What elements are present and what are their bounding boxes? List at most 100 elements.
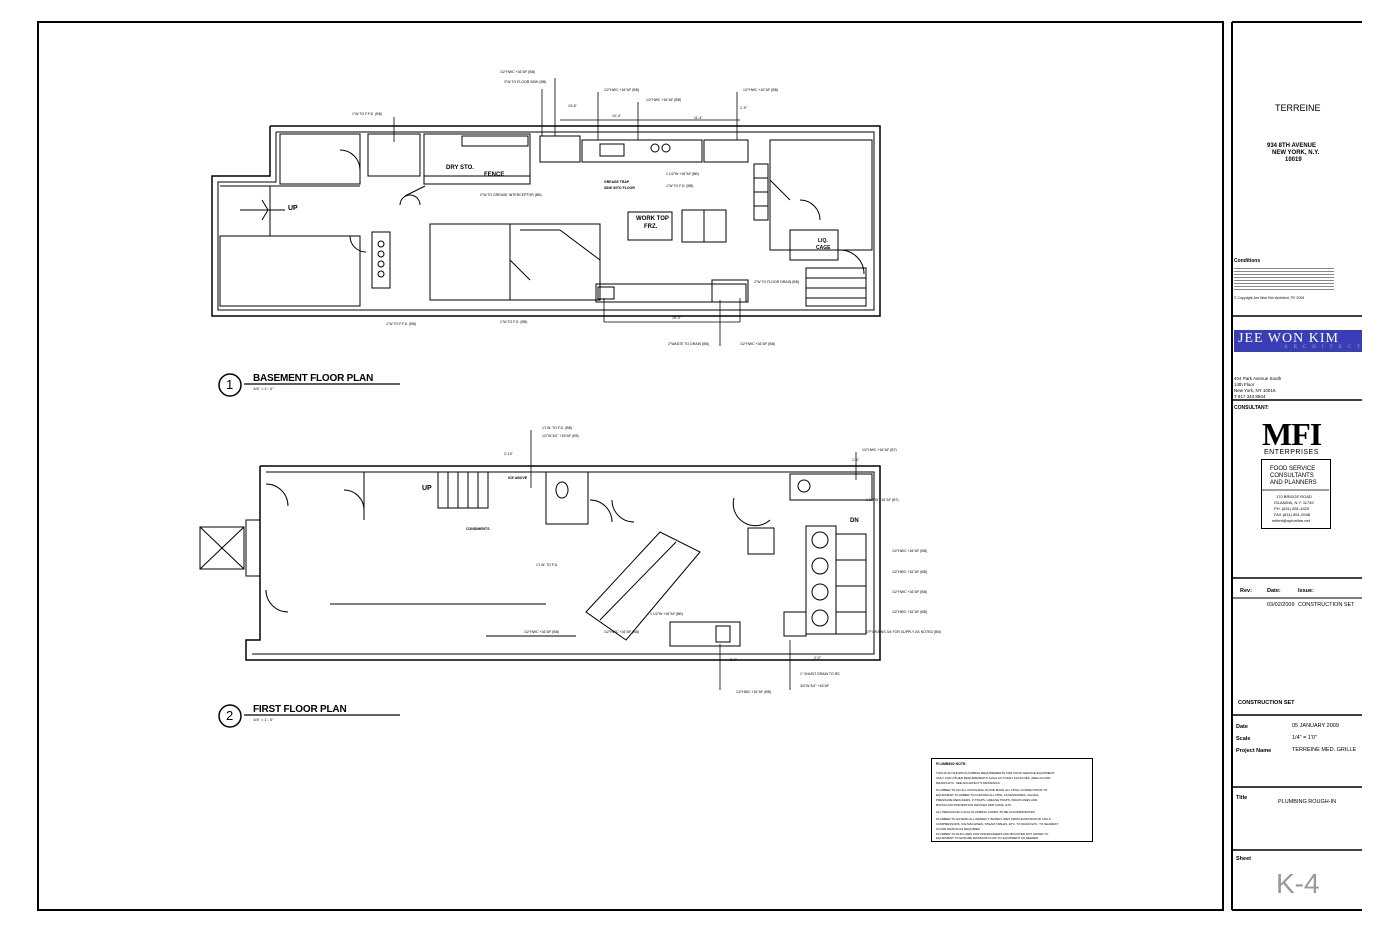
address-line-2: NEW YORK, N.Y. xyxy=(1272,150,1320,156)
label-ice-above: ICE ABOVE xyxy=(508,476,528,480)
plan-1-scale: 1/4" = 1'- 0" xyxy=(253,386,274,391)
notes-line-2: ONLY. FOR OTHER REQUIREMENTS SUCH AS TOI… xyxy=(936,776,1051,780)
architect-address-2: 14th Floor xyxy=(1234,382,1255,387)
label-grease-trap: GREASE TRAP xyxy=(604,180,630,184)
dim-3: 11'-4" xyxy=(694,116,703,120)
plan-1-number: 1 xyxy=(226,377,234,392)
dim-5: 15'-0" xyxy=(672,316,681,320)
label-sink-into-floor: SINK INTO FLOOR xyxy=(604,186,635,190)
date-key: Date xyxy=(1236,724,1248,730)
callout-8: 1 1/2"W +16"AF (BB) xyxy=(666,172,699,176)
callout-5: 1/2"HWC +16"AF (BB) xyxy=(743,88,779,92)
plan-2-scale: 1/4" = 1'- 0" xyxy=(253,717,274,722)
notes-heading: PLUMBING NOTE: xyxy=(936,762,967,766)
drawing-border xyxy=(37,21,1224,911)
label-fence: FENCE xyxy=(484,172,505,178)
callout-10: 2"W TO FLOOR DRAIN (BB) xyxy=(754,280,800,284)
consultant-info-box: FOOD SERVICE CONSULTANTS AND PLANNERS 17… xyxy=(1261,459,1331,529)
dim-4: 1'-9" xyxy=(740,106,747,110)
sheet-number: K-4 xyxy=(1276,868,1320,899)
plan-2-title: FIRST FLOOR PLAN xyxy=(253,704,347,715)
project-name: TERREINE xyxy=(1275,103,1321,113)
rev-issue: CONSTRUCTION SET xyxy=(1298,602,1355,608)
conditions-heading: Conditions xyxy=(1234,258,1261,264)
consultant-desc-3: AND PLANNERS xyxy=(1270,480,1317,486)
callout-7: 2"W TO GREASE INTERCEPTOR (BB) xyxy=(480,193,542,197)
label-liq: LIQ. xyxy=(818,238,828,244)
architect-logo: JEE WON KIM ARCHITECT xyxy=(1234,330,1362,352)
project-value: TERREINE MED. GRILLE xyxy=(1292,747,1357,753)
notes-line-12: PLUMBER TO RUN LINES FOR DISHWASHERS AND… xyxy=(936,832,1049,836)
label-frz: FRZ. xyxy=(644,224,658,230)
notes-line-13: EQUIPMENT TO ENSURE MAXIMUM FLOW TO EQUI… xyxy=(936,836,1040,840)
consultant-email: mfient@optonline.net xyxy=(1272,518,1310,523)
architect-phone: T 917 343 8504 xyxy=(1234,394,1266,399)
rev-issue-label: Issue: xyxy=(1298,588,1314,594)
address-line-3: 10019 xyxy=(1285,157,1302,163)
callout-1: 1/2"HWC +16"AF (BB) xyxy=(500,70,536,74)
notes-line-11: FLOOR DRAINS AS REQUIRED. xyxy=(936,827,981,831)
title-value: PLUMBING ROUGH-IN xyxy=(1278,799,1337,805)
callout-25: 1/2"HWC +16"AF (BB) xyxy=(892,549,928,553)
callout-16: 1/2"HWC +16"AF (B7) xyxy=(862,448,897,452)
consultant-desc-1: FOOD SERVICE xyxy=(1270,466,1316,472)
callout-15: 1"I.W. TO F.D. (BB) xyxy=(542,426,573,430)
plan-1-title: BASEMENT FLOOR PLAN xyxy=(253,373,374,384)
dim-6: 2'-10" xyxy=(504,452,513,456)
callout-30: 1/2"HWC +16"AF (BB) xyxy=(604,630,640,634)
notes-line-5: EQUIPMENT. PLUMBER TO FURNISH ALL PIPE, … xyxy=(936,793,1040,797)
label-dry-sto: DRY STO. xyxy=(446,165,474,171)
label-up-first: UP xyxy=(422,485,432,492)
rev-date-label: Date: xyxy=(1267,588,1281,594)
notes-line-9: PLUMBER TO EXTEND ALL INDIRECT WATER LIN… xyxy=(936,817,1052,821)
label-work-top: WORK TOP xyxy=(636,216,669,222)
callout-13: 2"WASTE TO DRAIN (BB) xyxy=(668,342,710,346)
notes-line-10: COMPRESSORS, ICE MACHINES, STEAM TABLES,… xyxy=(936,822,1059,826)
copyright: © Copyright Jee Won Kim Architect, PC 20… xyxy=(1234,296,1305,300)
label-condiments: CONDIMENTS xyxy=(466,527,490,531)
first-floor-plan xyxy=(199,430,881,690)
callout-26: 1/2"HWC +16"AF (BB) xyxy=(892,570,928,574)
dim-9: 5'-0" xyxy=(730,658,737,662)
callout-19: 1/2"HWC +16"AF (BB) xyxy=(524,630,560,634)
sheet-key: Sheet xyxy=(1236,856,1251,862)
conditions-text-block xyxy=(1234,266,1334,290)
dim-8: 2'-0" xyxy=(814,656,821,660)
consultant-phone: PH. (631) 851-4429 xyxy=(1274,506,1310,511)
date-value: 05 JANUARY 2009 xyxy=(1292,723,1339,729)
dim-2: 10'-4" xyxy=(612,114,621,118)
notes-line-6: PRESSURE REDUCERS, P-TRAPS, GREASE TRAPS… xyxy=(936,798,1038,802)
consultant-desc-2: CONSULTANTS xyxy=(1270,473,1314,479)
callout-17: 1 1/2"W +16"AF (B7) xyxy=(866,498,899,502)
callout-24: 3/4"W 3/4" +16"AF xyxy=(800,684,830,688)
project-key: Project Name xyxy=(1236,748,1272,754)
callout-28: 1/2"HWC +16"AF (BB) xyxy=(892,610,928,614)
scale-value: 1/4" = 1'0" xyxy=(1292,735,1317,741)
callout-29: 1"P DRAINS 3/4 FOR SUPPLY AS NOTED (BB) xyxy=(866,630,941,634)
title-key: Title xyxy=(1236,795,1248,801)
callout-6: 1"W TO F.F.D. (BB) xyxy=(352,112,383,116)
plumbing-notes-box: PLUMBING NOTE: THIS PLAN SHOWS PLUMBING … xyxy=(931,758,1093,842)
callout-27: 1/2"HWC +16"AF (BB) xyxy=(892,590,928,594)
address-line-1: 934 8TH AVENUE xyxy=(1267,143,1317,149)
callout-12: 1"W TO F.D. (BB) xyxy=(500,320,528,324)
label-up-basement: UP xyxy=(288,205,298,212)
basement-floor-plan xyxy=(211,78,881,346)
callout-14: 1/2"HWC +16"AF (BB) xyxy=(740,342,776,346)
notes-line-3: DRAINS ETC. SEE ARCHITECT'S DRAWINGS. xyxy=(936,781,1001,785)
architect-address-3: New York, NY 10016 xyxy=(1234,388,1276,393)
consultant-label: CONSULTANT: xyxy=(1234,405,1269,411)
notes-line-7: BACKFLOW PREVENTION DEVICES PER CODE, ET… xyxy=(936,803,1013,807)
rev-label: Rev: xyxy=(1240,588,1252,594)
callout-2: 3"W TO FLOOR SINK (BB) xyxy=(504,80,547,84)
set-title: CONSTRUCTION SET xyxy=(1238,700,1295,706)
label-dn: DN xyxy=(850,518,859,524)
callout-18: 1/2"W 3/4" +16"AF (B5) xyxy=(542,434,579,438)
consultant-logo: MFI xyxy=(1262,416,1322,452)
dim-7: 1'-4" xyxy=(852,458,859,462)
plan-2-number: 2 xyxy=(226,708,234,723)
plan-1-number-circle xyxy=(218,373,242,397)
callout-23: 1" SHUNT DRAIN TO RS xyxy=(800,672,840,676)
callout-11: 1"W TO F.F.D. (BB) xyxy=(386,322,417,326)
